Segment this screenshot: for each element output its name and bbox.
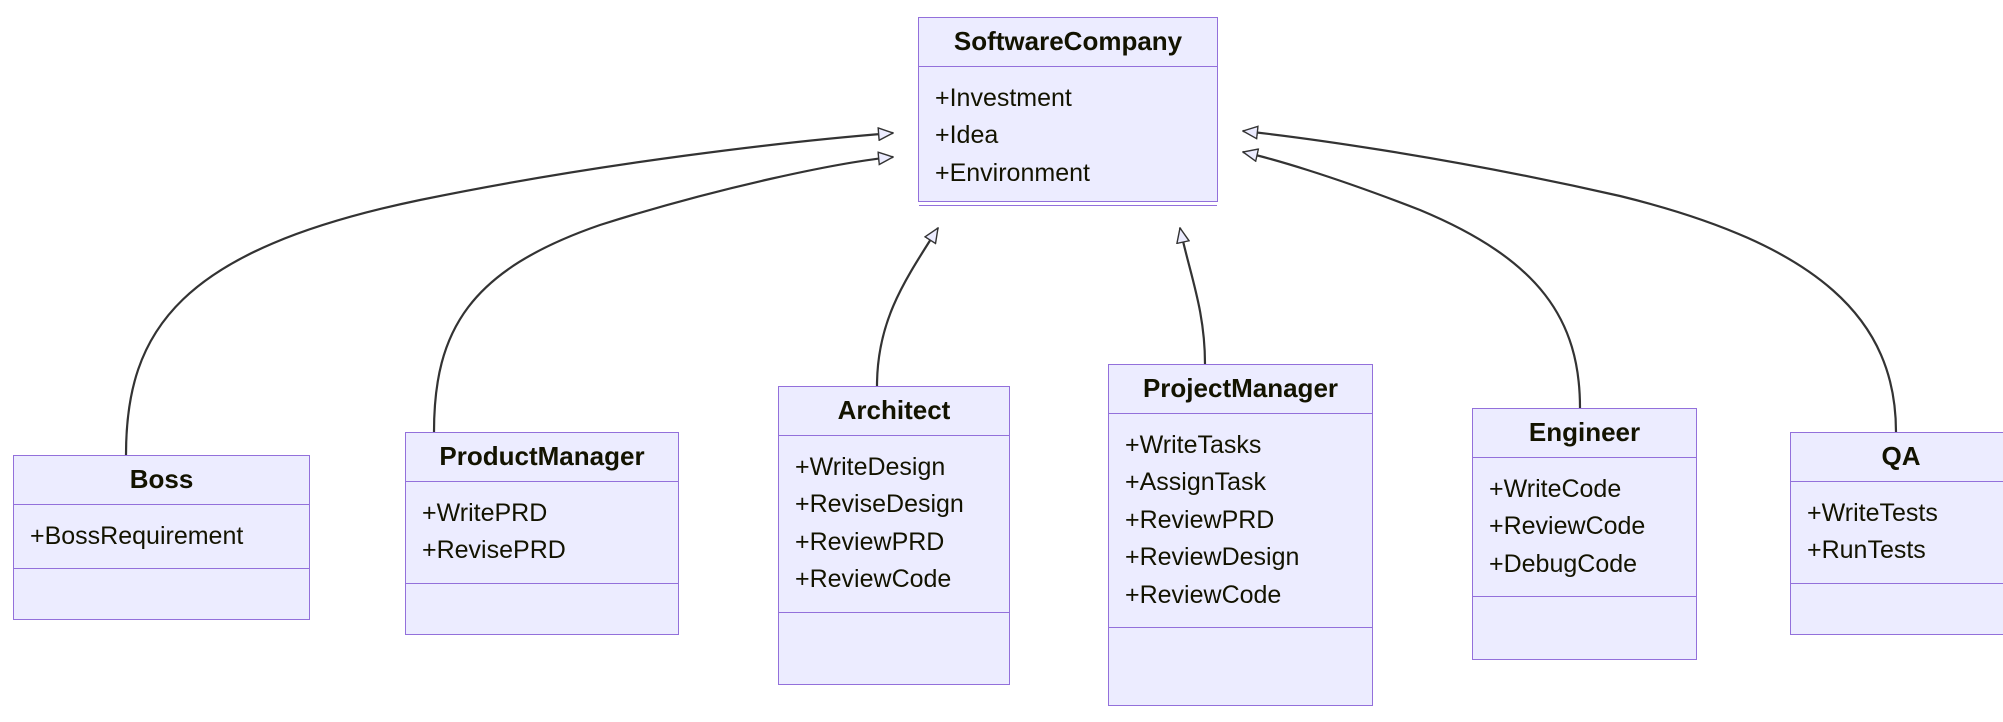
- class-node-qa[interactable]: QA +WriteTests +RunTests: [1790, 432, 2003, 635]
- attribute-row: +ReviewPRD: [795, 527, 945, 556]
- class-title: QA: [1791, 433, 2003, 482]
- class-title: Engineer: [1473, 409, 1696, 458]
- class-attributes: +WriteDesign +ReviseDesign +ReviewPRD +R…: [779, 436, 1009, 613]
- class-attributes: +WriteTests +RunTests: [1791, 482, 2003, 584]
- class-title: Boss: [14, 456, 309, 505]
- class-methods: [14, 569, 309, 619]
- class-attributes: +WriteTasks +AssignTask +ReviewPRD +Revi…: [1109, 414, 1372, 629]
- class-methods: [1109, 628, 1372, 705]
- attribute-row: +ReviewPRD: [1125, 505, 1275, 534]
- class-node-product-manager[interactable]: ProductManager +WritePRD +RevisePRD: [405, 432, 679, 635]
- class-title: Architect: [779, 387, 1009, 436]
- attribute-row: +BossRequirement: [30, 521, 244, 550]
- class-title: ProductManager: [406, 433, 678, 482]
- attribute-row: +WriteTests: [1807, 498, 1938, 527]
- attribute-row: +RunTests: [1807, 536, 1926, 565]
- attribute-row: +WritePRD: [422, 498, 548, 527]
- class-attributes: +Investment +Idea +Environment: [919, 67, 1217, 207]
- attribute-row: +ReviewDesign: [1125, 543, 1300, 572]
- class-methods: [919, 206, 1217, 226]
- attribute-row: +Investment: [935, 83, 1072, 112]
- class-methods: [779, 613, 1009, 684]
- attribute-row: +WriteTasks: [1125, 430, 1262, 459]
- attribute-row: +WriteDesign: [795, 452, 946, 481]
- attribute-row: +AssignTask: [1125, 468, 1267, 497]
- class-methods: [1791, 584, 2003, 634]
- class-node-project-manager[interactable]: ProjectManager +WriteTasks +AssignTask +…: [1108, 364, 1373, 706]
- class-methods: [406, 584, 678, 634]
- edge-projectmanager-to-softwarecompany: [1180, 228, 1207, 365]
- class-node-architect[interactable]: Architect +WriteDesign +ReviseDesign +Re…: [778, 386, 1010, 685]
- attribute-row: +ReviewCode: [1489, 512, 1646, 541]
- class-title: ProjectManager: [1109, 365, 1372, 414]
- attribute-row: +RevisePRD: [422, 536, 566, 565]
- attribute-row: +WriteCode: [1489, 474, 1622, 503]
- attribute-row: +ReviseDesign: [795, 490, 964, 519]
- class-node-engineer[interactable]: Engineer +WriteCode +ReviewCode +DebugCo…: [1472, 408, 1697, 660]
- class-node-software-company[interactable]: SoftwareCompany +Investment +Idea +Envir…: [918, 17, 1218, 207]
- attribute-row: +ReviewCode: [795, 565, 952, 594]
- class-attributes: +BossRequirement: [14, 505, 309, 570]
- class-node-boss[interactable]: Boss +BossRequirement: [13, 455, 310, 620]
- attribute-row: +ReviewCode: [1125, 580, 1282, 609]
- attribute-row: +Idea: [935, 121, 999, 150]
- attribute-row: +Environment: [935, 158, 1090, 187]
- class-methods: [1473, 597, 1696, 659]
- edge-architect-to-softwarecompany: [875, 228, 938, 387]
- class-attributes: +WriteCode +ReviewCode +DebugCode: [1473, 458, 1696, 598]
- class-attributes: +WritePRD +RevisePRD: [406, 482, 678, 584]
- attribute-row: +DebugCode: [1489, 549, 1638, 578]
- class-title: SoftwareCompany: [919, 18, 1217, 67]
